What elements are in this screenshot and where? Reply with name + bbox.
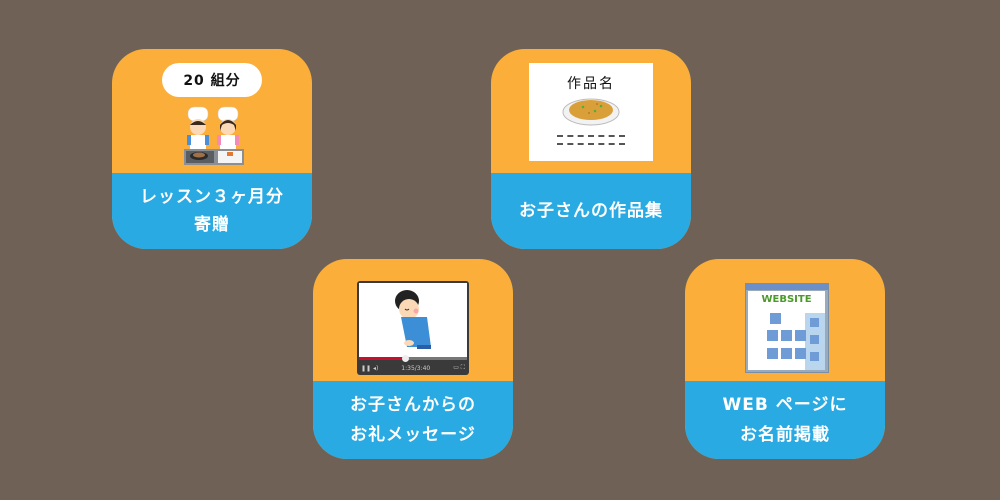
card-label-line: お子さんからの xyxy=(350,395,476,415)
card-illustration-area: 20 組分 xyxy=(112,49,312,173)
card-label-line: お子さんの作品集 xyxy=(519,201,663,221)
video-time: 1:35/3:40 xyxy=(401,364,431,372)
pause-icon[interactable]: ❚❚ ◂) xyxy=(361,364,379,372)
chefs-cooking-icon xyxy=(184,106,244,165)
artwork-title: 作品名 xyxy=(567,76,615,92)
browser-toolbar xyxy=(746,284,828,290)
count-badge: 20 組分 xyxy=(162,63,262,97)
card-website-listing: WEBSITE WEB ページに お名前掲載 xyxy=(685,259,885,459)
video-controls: ❚❚ ◂) 1:35/3:40 ▭ ⛶ xyxy=(361,362,465,374)
video-screen xyxy=(359,283,467,357)
artwork-sheet: 作品名 xyxy=(529,63,653,161)
card-label-line: レッスン３ヶ月分 xyxy=(140,187,284,207)
video-player: ❚❚ ◂) 1:35/3:40 ▭ ⛶ xyxy=(357,281,469,375)
card-label-line: お名前掲載 xyxy=(740,425,830,445)
card-illustration-area: ❚❚ ◂) 1:35/3:40 ▭ ⛶ xyxy=(313,259,513,381)
card-label-line: 寄贈 xyxy=(194,215,230,235)
bowing-child-icon xyxy=(395,290,431,349)
fried-rice-plate-icon xyxy=(562,98,620,126)
card-label: お子さんの作品集 xyxy=(491,173,691,249)
video-scrubber-knob[interactable] xyxy=(402,355,409,362)
browser-window-icon: WEBSITE xyxy=(745,283,829,373)
video-progress-bar[interactable] xyxy=(359,357,467,360)
fullscreen-icon[interactable]: ▭ ⛶ xyxy=(453,364,465,371)
website-page: WEBSITE xyxy=(748,291,825,370)
name-line xyxy=(557,143,625,145)
name-line xyxy=(557,135,625,137)
card-illustration-area: 作品名 xyxy=(491,49,691,173)
card-label: WEB ページに お名前掲載 xyxy=(685,381,885,459)
card-label-line: お礼メッセージ xyxy=(350,425,476,445)
website-logo: WEBSITE xyxy=(761,294,812,305)
card-thank-you-message: ❚❚ ◂) 1:35/3:40 ▭ ⛶ お子さんからの お礼メッセージ xyxy=(313,259,513,459)
card-lesson-gift: 20 組分 レッスン３ヶ月分 寄贈 xyxy=(112,49,312,249)
card-illustration-area: WEBSITE xyxy=(685,259,885,381)
card-children-works: 作品名 お子さんの作品集 xyxy=(491,49,691,249)
card-label: レッスン３ヶ月分 寄贈 xyxy=(112,173,312,249)
card-label-line: WEB ページに xyxy=(722,395,848,415)
card-label: お子さんからの お礼メッセージ xyxy=(313,381,513,459)
